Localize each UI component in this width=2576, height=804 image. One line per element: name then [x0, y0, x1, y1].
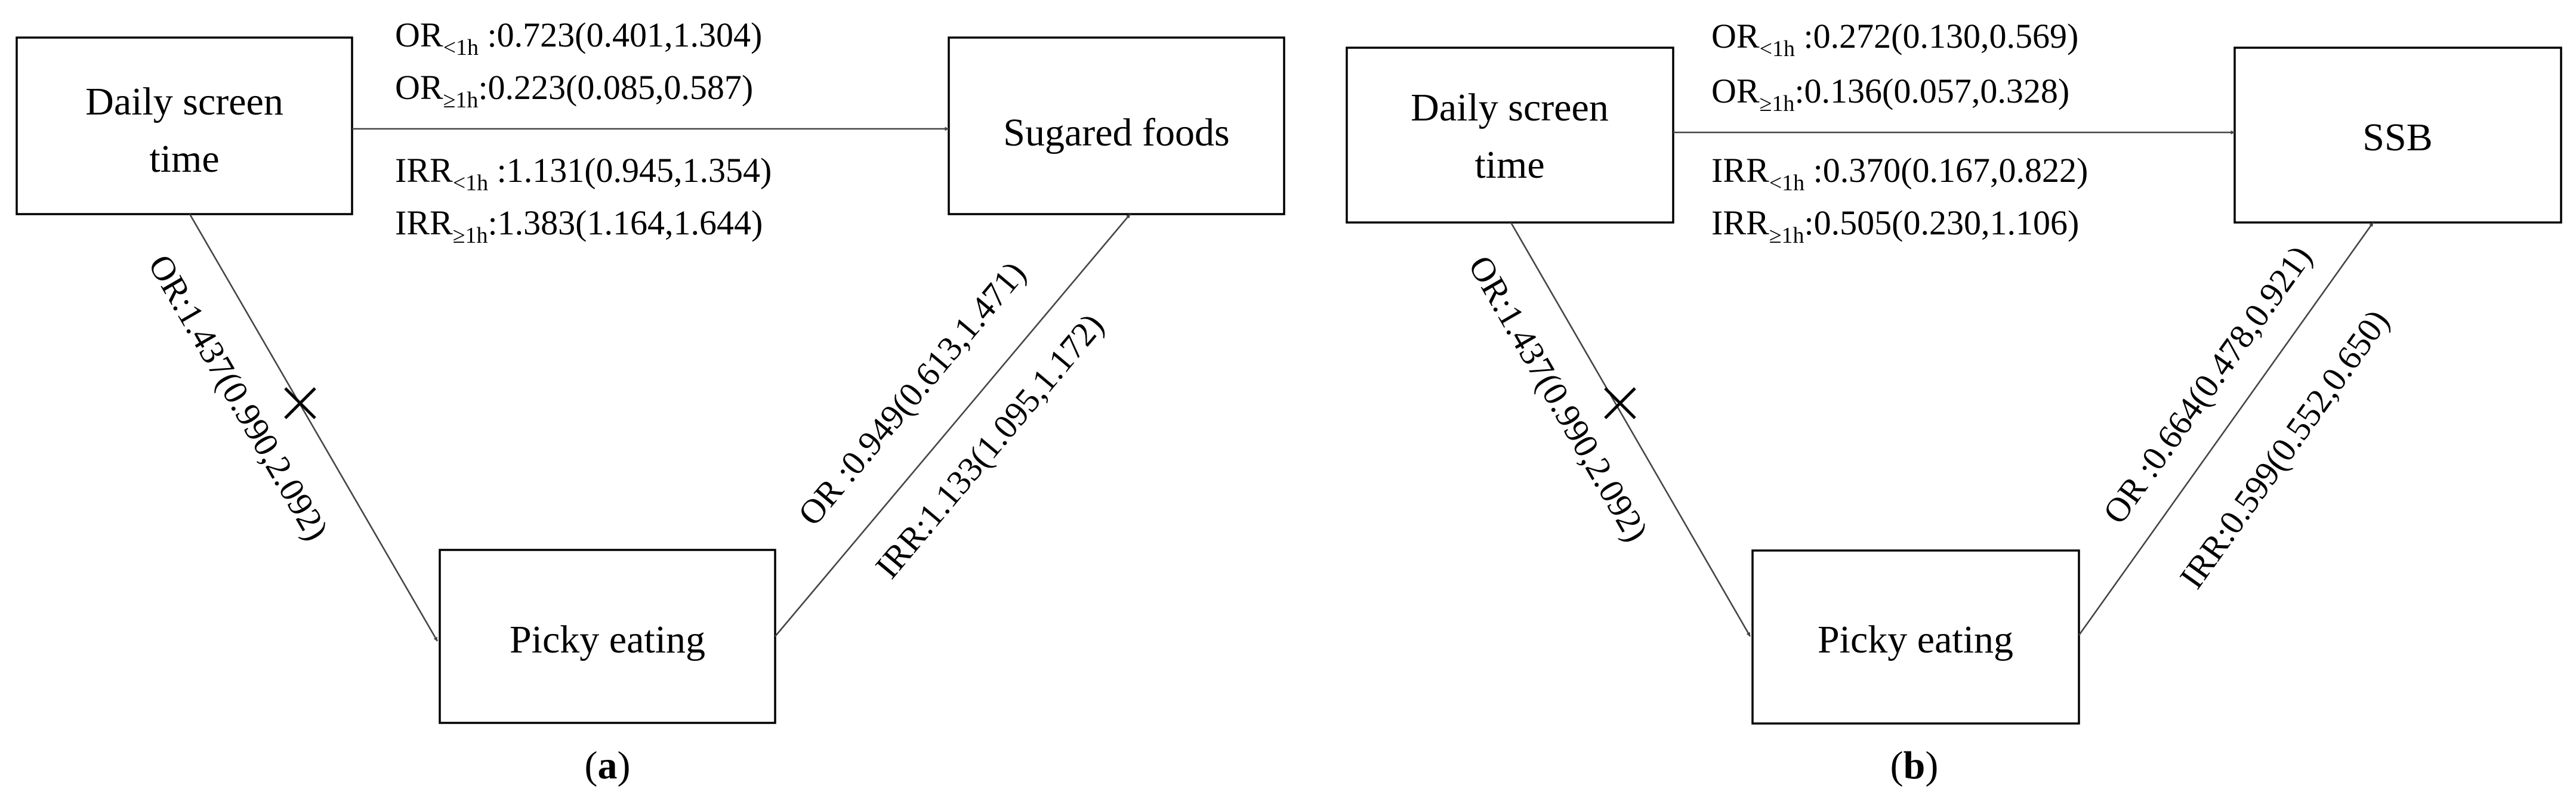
panel-b-caption: (b) — [1890, 744, 1939, 787]
panel-a-caption: (a) — [585, 744, 631, 787]
panel-a: Daily screen time Sugared foods Picky ea… — [16, 16, 1285, 787]
non-significant-cross-icon — [1604, 387, 1636, 419]
exposure-label-line2: time — [1474, 143, 1544, 187]
mediator-node: Picky eating — [439, 549, 776, 724]
path-b-arrow — [775, 214, 1131, 637]
outcome-node: SSB — [2233, 47, 2562, 224]
path-b-or-label: OR :0.664(0.478,0.921) — [2095, 239, 2319, 531]
exposure-node: Daily screen time — [1346, 47, 1674, 224]
direct-irr-lt1h: IRR<1h :1.131(0.945,1.354) — [395, 151, 772, 196]
path-b-irr-label: IRR:1.133(1.095,1.172) — [868, 306, 1111, 586]
direct-or-lt1h: OR<1h :0.272(0.130,0.569) — [1711, 17, 2078, 61]
direct-irr-ge1h: IRR≥1h:1.383(1.164,1.644) — [395, 203, 763, 248]
mediator-label: Picky eating — [510, 618, 705, 661]
non-significant-cross-icon — [284, 387, 316, 419]
exposure-label-line1: Daily screen — [85, 80, 283, 123]
mediator-node: Picky eating — [1751, 549, 2080, 725]
direct-or-ge1h: OR≥1h:0.223(0.085,0.587) — [395, 68, 753, 113]
outcome-node: Sugared foods — [948, 36, 1285, 215]
direct-irr-lt1h: IRR<1h :0.370(0.167,0.822) — [1711, 151, 2088, 196]
exposure-label-line1: Daily screen — [1411, 86, 1609, 129]
exposure-label-line2: time — [149, 137, 219, 181]
direct-or-ge1h: OR≥1h:0.136(0.057,0.328) — [1711, 72, 2069, 116]
direct-irr-ge1h: IRR≥1h:0.505(0.230,1.106) — [1711, 203, 2079, 248]
path-b-arrow — [2078, 222, 2374, 636]
outcome-label: SSB — [2362, 116, 2432, 159]
path-a-arrow — [1510, 222, 1751, 637]
path-b-or-label: OR :0.949(0.613,1.471) — [791, 254, 1034, 533]
path-a-arrow — [189, 214, 439, 642]
mediator-label: Picky eating — [1818, 618, 2013, 661]
path-a-or-label: OR:1.437(0.990,2.092) — [1461, 249, 1656, 548]
panel-b: Daily screen time SSB Picky eating OR<1h… — [1346, 17, 2562, 787]
direct-or-lt1h: OR<1h :0.723(0.401,1.304) — [395, 16, 762, 60]
outcome-label: Sugared foods — [1003, 111, 1229, 154]
exposure-node: Daily screen time — [16, 36, 353, 215]
